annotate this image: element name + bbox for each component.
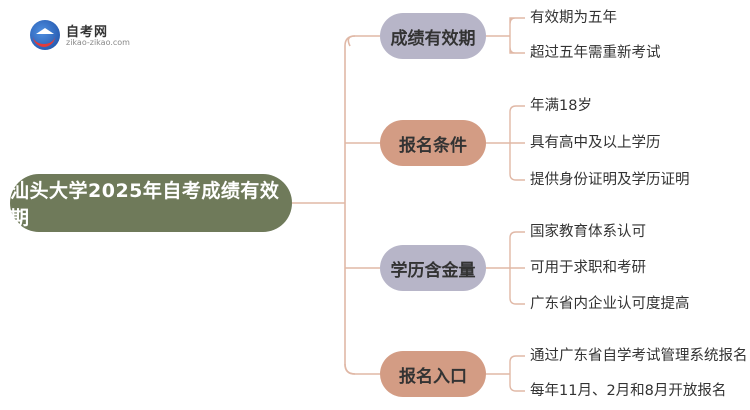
connector-b1-leaves: [486, 17, 525, 54]
branch-node-value: 学历含金量: [380, 245, 486, 291]
leaf-item: 有效期为五年: [530, 10, 617, 26]
leaf-item: 年满18岁: [530, 98, 592, 114]
graduation-cap-icon: [30, 20, 60, 50]
leaf-item: 通过广东省自学考试管理系统报名: [530, 348, 748, 364]
leaf-item: 提供身份证明及学历证明: [530, 172, 690, 188]
connector-trunk: [344, 35, 356, 375]
leaf-item: 具有高中及以上学历: [530, 135, 661, 151]
connector-b4: [344, 363, 380, 375]
leaf-item: 广东省内企业认可度提高: [530, 296, 690, 312]
leaf-item: 可用于求职和考研: [530, 260, 646, 276]
connector-b4-leaves: [486, 355, 525, 392]
leaf-item: 超过五年需重新考试: [530, 45, 661, 61]
leaf-item: 每年11月、2月和8月开放报名: [530, 383, 727, 399]
site-logo[interactable]: 自考网 zikao-zikao.com: [30, 18, 140, 50]
leaf-item: 国家教育体系认可: [530, 224, 646, 240]
branch-node-validity: 成绩有效期: [380, 13, 486, 59]
root-node: 汕头大学2025年自考成绩有效期: [10, 174, 292, 232]
logo-title: 自考网: [66, 25, 109, 40]
connector-b2-leaves: [486, 105, 525, 181]
branch-node-requirements: 报名条件: [380, 120, 486, 166]
connector-b1: [344, 35, 380, 47]
connector-b3-leaves: [486, 231, 525, 305]
branch-node-entry: 报名入口: [380, 351, 486, 397]
logo-url: zikao-zikao.com: [66, 38, 130, 47]
